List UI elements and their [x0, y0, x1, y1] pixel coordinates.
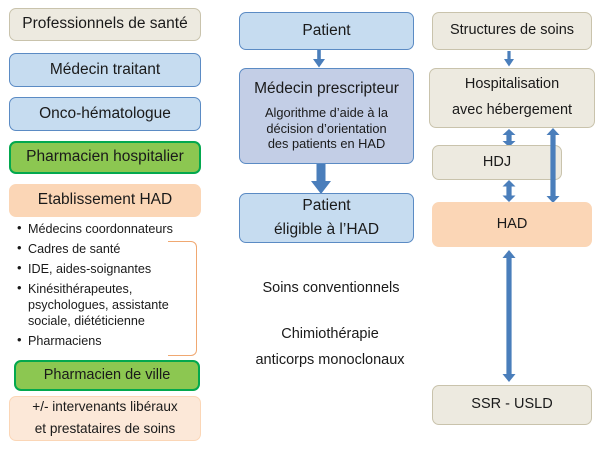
box-label: Patient [302, 21, 351, 39]
arrow-hospitalisation-to-hdj [501, 129, 517, 147]
box-label: Professionnels de santé [22, 15, 188, 33]
arrow-patient-to-prescripteur [312, 50, 326, 68]
box-sub-line2: décision d’orientation [266, 120, 387, 136]
list-item: IDE, aides-soignantes [17, 260, 204, 277]
box-hdj[interactable]: HDJ [432, 145, 562, 180]
list-item: Kinésithérapeutes, psychologues, assista… [17, 280, 204, 330]
box-label-line1: Patient [302, 196, 351, 214]
box-label: Structures de soins [449, 22, 575, 39]
box-had[interactable]: HAD [432, 202, 592, 247]
box-sub-line1: Algorithme d’aide à la [264, 105, 389, 121]
list-item: Cadres de santé [17, 240, 204, 257]
box-label: SSR - USLD [471, 396, 553, 413]
box-label: Médecin prescripteur [254, 80, 399, 98]
etablissement-had-staff-list: Médecins coordonnateurs Cadres de santé … [14, 220, 204, 353]
box-medecin-prescripteur[interactable]: Médecin prescripteur Algorithme d’aide à… [239, 68, 414, 164]
box-intervenants-liberaux[interactable]: +/- intervenants libéraux et prestataire… [9, 396, 201, 441]
box-patient[interactable]: Patient [239, 12, 414, 50]
box-etablissement-had[interactable]: Etablissement HAD [9, 184, 201, 217]
arrow-prescripteur-to-eligible [310, 164, 332, 195]
box-professionnels-de-sante[interactable]: Professionnels de santé [9, 8, 201, 41]
box-label: Soins conventionnels [262, 279, 400, 296]
box-label-line2: anticorps monoclonaux [255, 351, 405, 368]
box-pharmacien-de-ville[interactable]: Pharmacien de ville [14, 360, 200, 391]
box-label-line1: Chimiothérapie [281, 325, 379, 342]
box-label-line2: et prestataires de soins [34, 421, 176, 436]
box-hospitalisation[interactable]: Hospitalisation avec hébergement [429, 68, 595, 128]
box-ssr-usld[interactable]: SSR - USLD [432, 385, 592, 425]
box-soins-conventionnels[interactable]: Soins conventionnels [243, 272, 419, 305]
box-structures-de-soins[interactable]: Structures de soins [432, 12, 592, 50]
list-bracket [168, 241, 197, 356]
box-label: HAD [496, 215, 528, 232]
box-label: HDJ [482, 153, 512, 170]
box-label-line1: +/- intervenants libéraux [32, 399, 178, 415]
box-label: Pharmacien de ville [43, 366, 171, 383]
arrow-hospitalisation-to-had [545, 128, 561, 203]
arrow-hdj-to-had [501, 180, 517, 202]
box-sub-line3: des patients en HAD [267, 136, 386, 152]
arrow-had-to-ssr-usld [501, 250, 517, 382]
list-item: Pharmaciens [17, 332, 204, 349]
box-label-line2: avec hébergement [451, 102, 573, 118]
box-label-line2: éligible à l’HAD [273, 220, 380, 238]
box-pharmacien-hospitalier[interactable]: Pharmacien hospitalier [9, 141, 201, 174]
box-patient-eligible[interactable]: Patient éligible à l’HAD [239, 193, 414, 243]
box-label: Pharmacien hospitalier [26, 148, 184, 166]
box-medecin-traitant[interactable]: Médecin traitant [9, 53, 201, 87]
arrow-structures-to-hospitalisation [503, 51, 515, 67]
list-item: Médecins coordonnateurs [17, 220, 204, 237]
box-label: Onco-hématologue [39, 104, 171, 122]
box-label: Médecin traitant [49, 60, 161, 78]
box-label-line1: Hospitalisation [464, 76, 560, 93]
box-label: Etablissement HAD [37, 191, 173, 209]
box-onco-hematologue[interactable]: Onco-hématologue [9, 97, 201, 131]
box-chimiotherapie[interactable]: Chimiothérapie anticorps monoclonaux [235, 320, 425, 375]
